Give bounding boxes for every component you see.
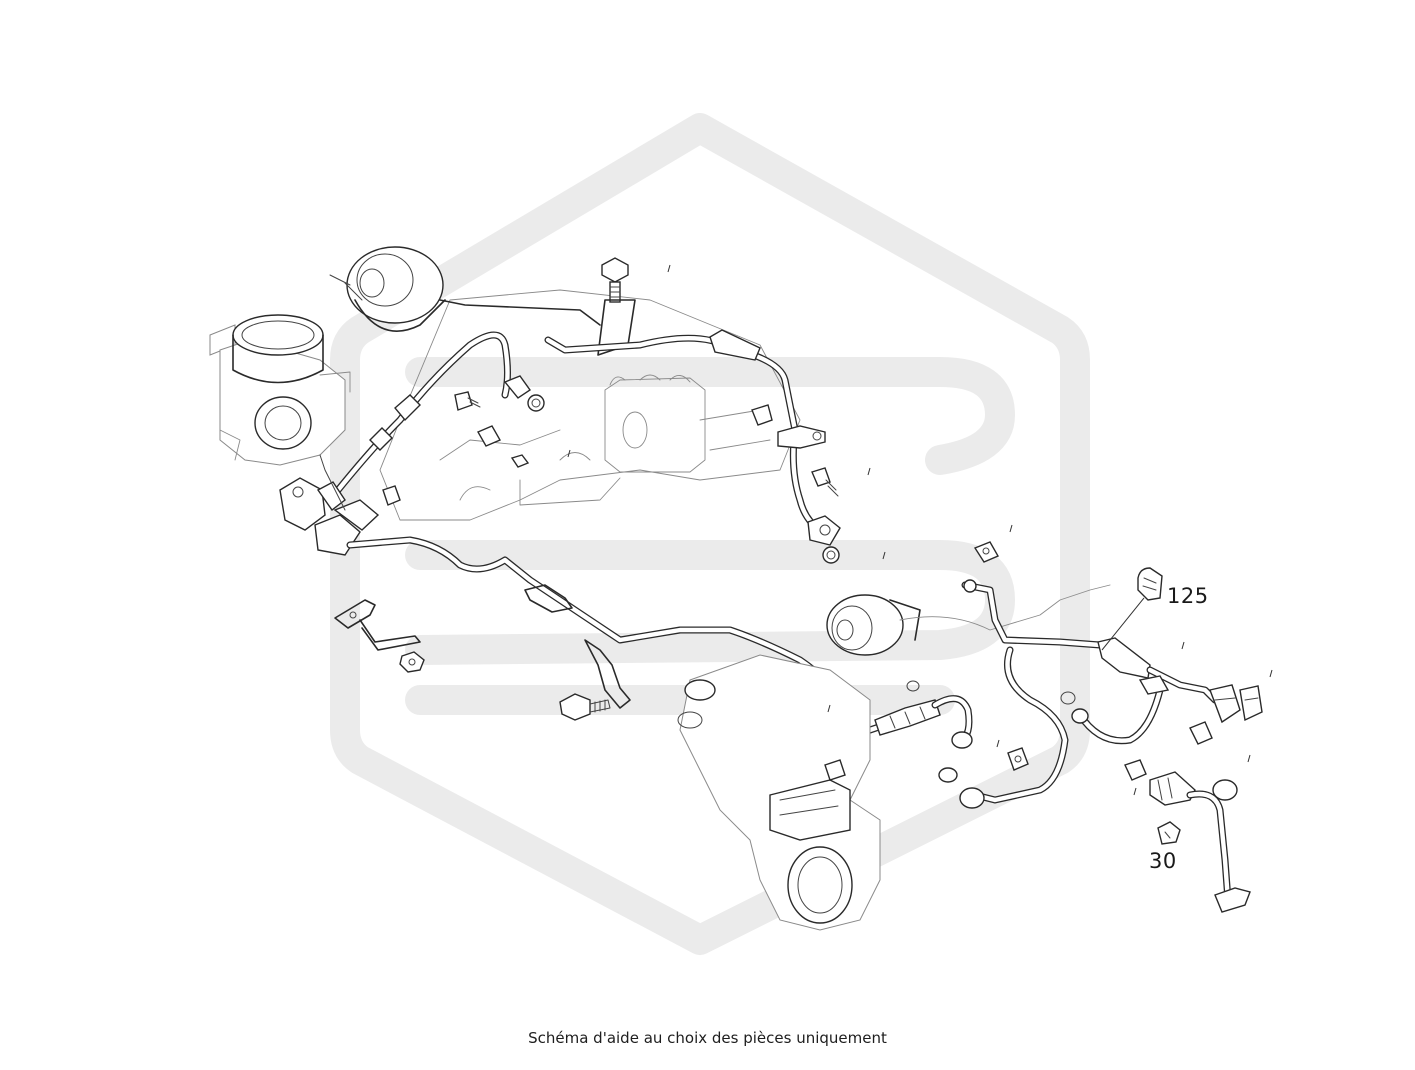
bolt-upper xyxy=(601,257,629,303)
wastegate-actuator-upper xyxy=(329,246,601,332)
callout-125: 125 xyxy=(1167,584,1209,608)
throttle-body-upper xyxy=(209,314,351,466)
diagram-caption: Schéma d'aide au choix des pièces unique… xyxy=(528,1029,887,1047)
wastegate-actuator-lower xyxy=(826,584,1111,692)
fittings-right xyxy=(973,541,1213,781)
bolt-left xyxy=(399,651,425,673)
bolt-middle xyxy=(559,693,611,721)
callout-30: 30 xyxy=(1149,849,1177,873)
upper-cylinder-head xyxy=(379,289,801,521)
pipe-right-assembly xyxy=(938,579,1219,809)
reference-ticks xyxy=(567,264,1273,796)
hexagon-logo-icon xyxy=(330,113,1090,955)
coolant-pipe-right xyxy=(1149,771,1251,913)
fittings-upper xyxy=(454,375,840,564)
bolt-30 xyxy=(1157,821,1181,845)
clamp-125 xyxy=(1101,567,1163,651)
clip-right xyxy=(1209,684,1263,724)
turbocharger-lower xyxy=(677,654,881,931)
bracket-left xyxy=(334,599,421,651)
pipe-upper-main xyxy=(326,329,841,546)
